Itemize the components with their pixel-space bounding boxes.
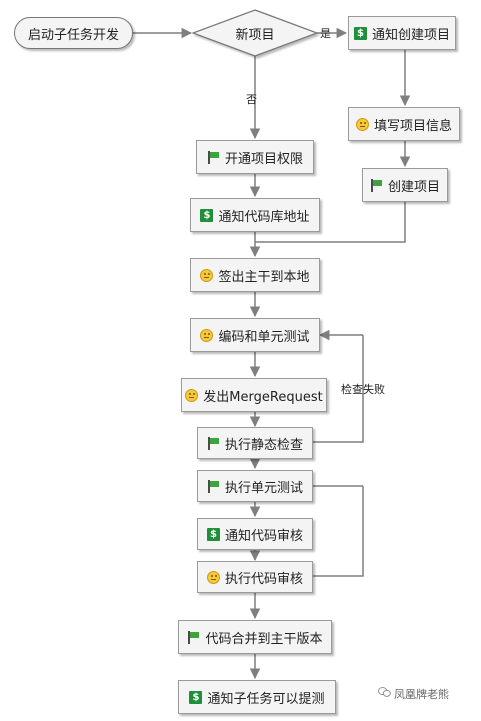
no-label: 否 [246, 93, 257, 106]
node-open-project-permission: 开通项目权限 [196, 140, 314, 174]
flag-icon [370, 178, 383, 192]
node-checkout-trunk: 签出主干到本地 [190, 258, 320, 292]
start-node: 启动子任务开发 [14, 17, 133, 49]
dollar-icon: $ [206, 527, 220, 541]
decision-label: 新项目 [235, 27, 275, 43]
node-fill-project-info: 填写项目信息 [348, 107, 460, 141]
node-merge-to-trunk: 代码合并到主干版本 [178, 620, 332, 654]
node-create-project: 创建项目 [362, 168, 448, 202]
dollar-icon: $ [353, 26, 367, 40]
node-notify-repo-address: $通知代码库地址 [190, 198, 320, 232]
flag-icon [207, 150, 220, 164]
node-run-static-check: 执行静态检查 [197, 427, 313, 459]
edge-loop-review [313, 486, 364, 577]
flag-icon [207, 436, 220, 450]
watermark: 凤凰牌老熊 [394, 688, 449, 701]
node-notify-subtask-submit: $通知子任务可以提测 [178, 680, 336, 714]
node-run-unit-test: 执行单元测试 [197, 470, 313, 502]
flag-icon [187, 630, 200, 644]
edge-create-merge [255, 201, 406, 243]
dollar-icon: $ [200, 208, 214, 222]
edge-loop-static [313, 335, 364, 443]
smile-icon [200, 268, 214, 282]
node-issue-merge-request: 发出MergeRequest [181, 378, 327, 412]
wechat-icon [378, 687, 391, 697]
smile-icon [200, 328, 214, 342]
node-notify-create-project: $通知创建项目 [348, 16, 456, 50]
smile-icon [206, 570, 220, 584]
decision-diamond [191, 9, 319, 57]
node-run-code-review: 执行代码审核 [197, 561, 313, 593]
smile-icon [185, 388, 199, 402]
flag-icon [207, 479, 220, 493]
node-notify-code-review: $通知代码审核 [197, 518, 313, 550]
node-code-and-unit-test: 编码和单元测试 [190, 318, 320, 352]
smile-icon [355, 117, 369, 131]
yes-label: 是 [320, 27, 331, 40]
loop-label: 检查失败 [341, 383, 385, 396]
dollar-icon: $ [189, 690, 203, 704]
